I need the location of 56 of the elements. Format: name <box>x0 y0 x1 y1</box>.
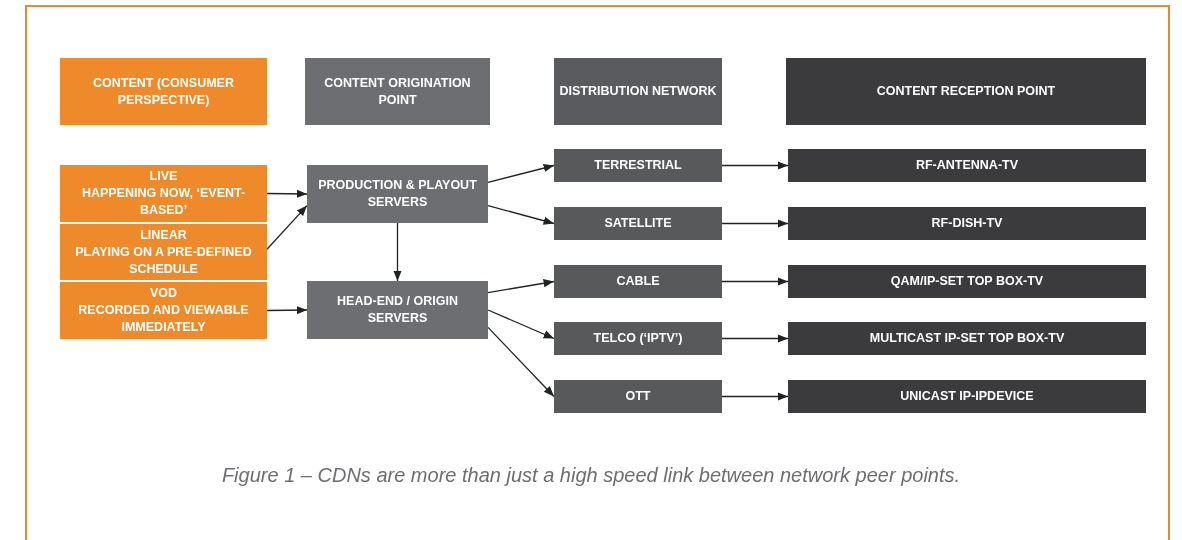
arrow <box>487 309 555 340</box>
network-box <box>554 207 722 240</box>
box-label: RF-ANTENNA-TV <box>915 157 1019 174</box>
server-box <box>307 165 488 223</box>
arrow <box>266 189 308 199</box>
box-label: UNICAST IP-IPDEVICE <box>900 388 1034 405</box>
category-header <box>305 58 490 125</box>
box-label: RF-DISH-TV <box>931 215 1003 232</box>
reception-box <box>788 207 1146 240</box>
content-type-box <box>60 282 267 339</box>
box-label: CABLE <box>616 273 660 290</box>
box-label: TERRESTRIAL <box>594 157 682 174</box>
content-type-box <box>60 224 267 280</box>
server-box <box>307 281 488 339</box>
arrow <box>487 326 555 398</box>
box-label: CONTENT (CONSUMER PERSPECTIVE) <box>92 74 235 109</box>
network-box <box>554 380 722 413</box>
network-box <box>554 265 722 298</box>
box-description: PLAYING ON A PRE-DEFINED SCHEDULE <box>74 243 253 278</box>
arrow <box>721 334 789 343</box>
box-label: VOD <box>149 285 178 302</box>
content-type-box <box>60 165 267 222</box>
box-label: QAM/IP-SET TOP BOX-TV <box>890 273 1044 290</box>
box-description: RECORDED AND VIEWABLE IMMEDIATELY <box>77 302 250 336</box>
box-label: OTT <box>625 388 651 405</box>
category-header <box>60 58 267 125</box>
box-label: HEAD-END / ORIGIN SERVERS <box>336 293 459 327</box>
arrow <box>393 222 402 282</box>
reception-box <box>788 265 1146 298</box>
arrow <box>721 392 789 401</box>
network-box <box>554 149 722 182</box>
box-label: SATELLITE <box>604 215 672 232</box>
reception-box <box>788 322 1146 355</box>
reception-box <box>788 149 1146 182</box>
box-label: LIVE <box>149 168 178 185</box>
box-label: LINEAR <box>140 226 187 244</box>
box-label: CONTENT RECEPTION POINT <box>876 83 1056 100</box>
arrow <box>487 204 555 225</box>
arrow <box>487 164 555 184</box>
box-label: DISTRIBUTION NETWORK <box>559 83 717 100</box>
figure-caption: Figure 1 – CDNs are more than just a high speed link between network peer points. <box>220 464 962 487</box>
category-header <box>786 58 1146 125</box>
network-box <box>554 322 722 355</box>
reception-box <box>788 380 1146 413</box>
box-label: TELCO (‘IPTV’) <box>593 330 683 347</box>
arrow <box>721 161 789 170</box>
box-label: MULTICAST IP-SET TOP BOX-TV <box>869 330 1065 347</box>
arrow <box>487 279 555 294</box>
box-label: PRODUCTION & PLAYOUT SERVERS <box>317 177 478 211</box>
box-label: CONTENT ORIGINATION POINT <box>323 74 472 109</box>
box-description: HAPPENING NOW, ‘EVENT-BASED’ <box>80 185 247 219</box>
category-header <box>554 58 722 125</box>
arrow <box>266 204 308 250</box>
arrow <box>721 277 789 286</box>
arrow <box>721 219 789 228</box>
arrow <box>266 305 308 315</box>
